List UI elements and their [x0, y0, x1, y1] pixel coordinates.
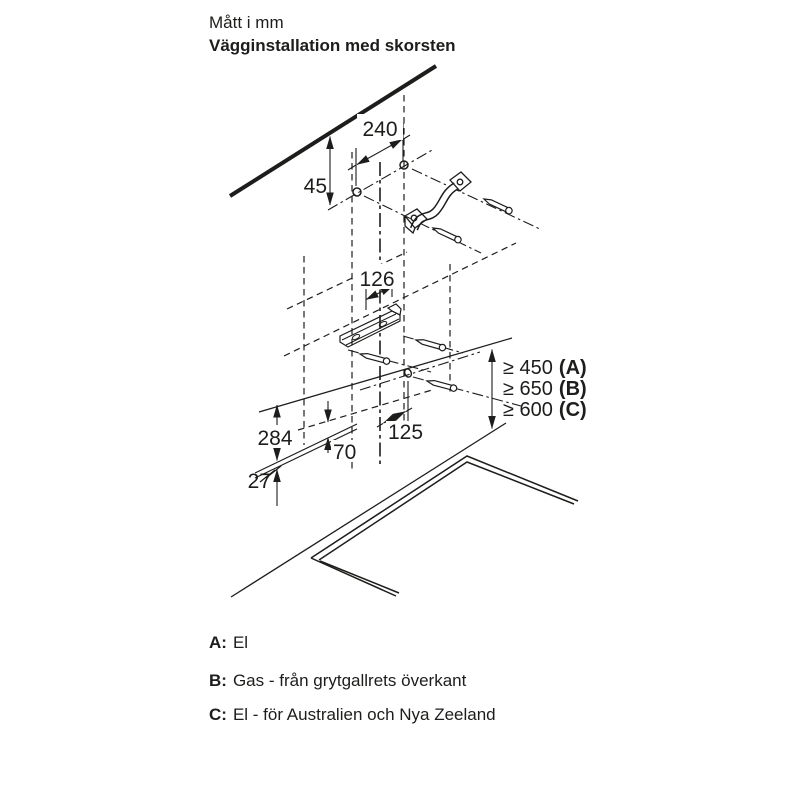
- dimension-27: 27: [248, 469, 281, 506]
- dimension-clearance: ≥ 450 (A) ≥ 650 (B) ≥ 600 (C): [488, 349, 587, 429]
- label-bg: [255, 426, 297, 448]
- drill-hole-right: [399, 160, 409, 170]
- drill-hole-lower: [403, 368, 413, 378]
- dashed-diagonal-top-left: [286, 251, 408, 310]
- rail-end-tab: [386, 303, 402, 316]
- dashed-diagonal-top-right: [283, 242, 517, 357]
- rail-slot-left: [351, 334, 361, 340]
- clearance-key-b: (B): [559, 378, 587, 400]
- label-bg: [354, 264, 400, 289]
- clearance-value-b: ≥ 650: [503, 378, 553, 400]
- screw-leader-top-left: [363, 195, 482, 254]
- screw-icon: [358, 352, 391, 365]
- screw-icon: [482, 198, 513, 215]
- clearance-label-a: ≥ 450 (A): [503, 357, 587, 379]
- dim-line-125-overrun: [376, 407, 413, 428]
- legend-text-a: El: [232, 633, 249, 652]
- edge-tick-2: [259, 469, 276, 483]
- dimension-284: 284: [255, 404, 297, 461]
- bracket-upper-hole: [456, 178, 464, 186]
- hob-inner-top-edge: [318, 461, 575, 561]
- clearance-label-b: ≥ 650 (B): [503, 378, 587, 400]
- hob-outer-top-edge: [310, 455, 579, 559]
- bracket-lower-tab: [404, 208, 428, 235]
- dimension-70: 70: [324, 401, 361, 464]
- legend-key-a: A:: [209, 633, 227, 652]
- legend-item-a: A: El: [209, 633, 248, 653]
- lower-hole-axis-line: [359, 351, 481, 391]
- legend-text-c: El - för Australien och Nya Zeeland: [232, 705, 496, 724]
- screw-icon: [431, 227, 462, 244]
- dim-label-284: 284: [257, 427, 292, 450]
- dim-label-45: 45: [304, 175, 327, 198]
- canopy-edge-upper: [254, 423, 358, 474]
- legend-key-b: B:: [209, 671, 227, 690]
- dim-line-240-overrun: [347, 134, 411, 171]
- wall-floor-line: [230, 422, 507, 598]
- hood-bottom-edge-line: [258, 337, 513, 413]
- dim-line-240: [356, 139, 403, 165]
- clearance-key-a: (A): [559, 357, 587, 379]
- dim-label-27: 27: [248, 470, 271, 493]
- dim-label-126: 126: [359, 268, 394, 291]
- dimension-240: 240: [347, 114, 411, 186]
- screw-leader-mid-lower: [412, 376, 522, 407]
- ceiling-line: [228, 64, 438, 198]
- hob-outline: [310, 455, 579, 597]
- label-bg: [386, 421, 428, 442]
- legend-key-c: C:: [209, 705, 227, 724]
- dimension-45: 45: [304, 136, 334, 206]
- dashed-diagonal-bottom: [297, 389, 433, 431]
- mounting-rail: [339, 303, 402, 348]
- hob-outer-left-edge: [310, 557, 397, 597]
- dimension-126: 126: [354, 264, 400, 310]
- hob-inner-left-edge: [319, 560, 400, 594]
- hole-axis-line: [327, 148, 435, 211]
- screw-icon: [425, 379, 458, 392]
- bracket-lower-hole: [410, 214, 418, 222]
- diagram-header: Mått i mm Vägginstallation med skorsten: [209, 13, 456, 56]
- page-title: Vägginstallation med skorsten: [209, 35, 456, 55]
- chimney-wall-bracket: [404, 171, 472, 235]
- bracket-upper-tab: [449, 171, 472, 192]
- canopy-edge-double-line: [254, 423, 358, 483]
- dim-label-125: 125: [388, 421, 423, 444]
- label-bg: [357, 114, 403, 140]
- legend-item-b: B: Gas - från grytgallrets överkant: [209, 671, 466, 691]
- clearance-value-c: ≥ 600: [503, 399, 553, 421]
- screw-icon: [414, 339, 447, 352]
- rail-slot-right: [378, 321, 388, 327]
- canopy-edge-lower: [254, 428, 358, 479]
- screw-leader-top-right: [411, 168, 543, 231]
- clearance-label-c: ≥ 600 (C): [503, 399, 587, 421]
- dimension-125: 125: [376, 407, 428, 444]
- rail-face-lines: [341, 313, 400, 346]
- label-bg: [331, 440, 361, 461]
- bracket-strap-face: [411, 183, 458, 231]
- screws: [358, 198, 513, 392]
- clearance-value-a: ≥ 450: [503, 357, 553, 379]
- units-label: Mått i mm: [209, 13, 284, 32]
- dim-label-70: 70: [333, 441, 356, 464]
- clearance-key-c: (C): [559, 399, 587, 421]
- drill-hole-left: [352, 187, 362, 197]
- dim-label-240: 240: [362, 118, 397, 141]
- legend-item-c: C: El - för Australien och Nya Zeeland: [209, 705, 496, 725]
- legend-text-b: Gas - från grytgallrets överkant: [232, 671, 467, 690]
